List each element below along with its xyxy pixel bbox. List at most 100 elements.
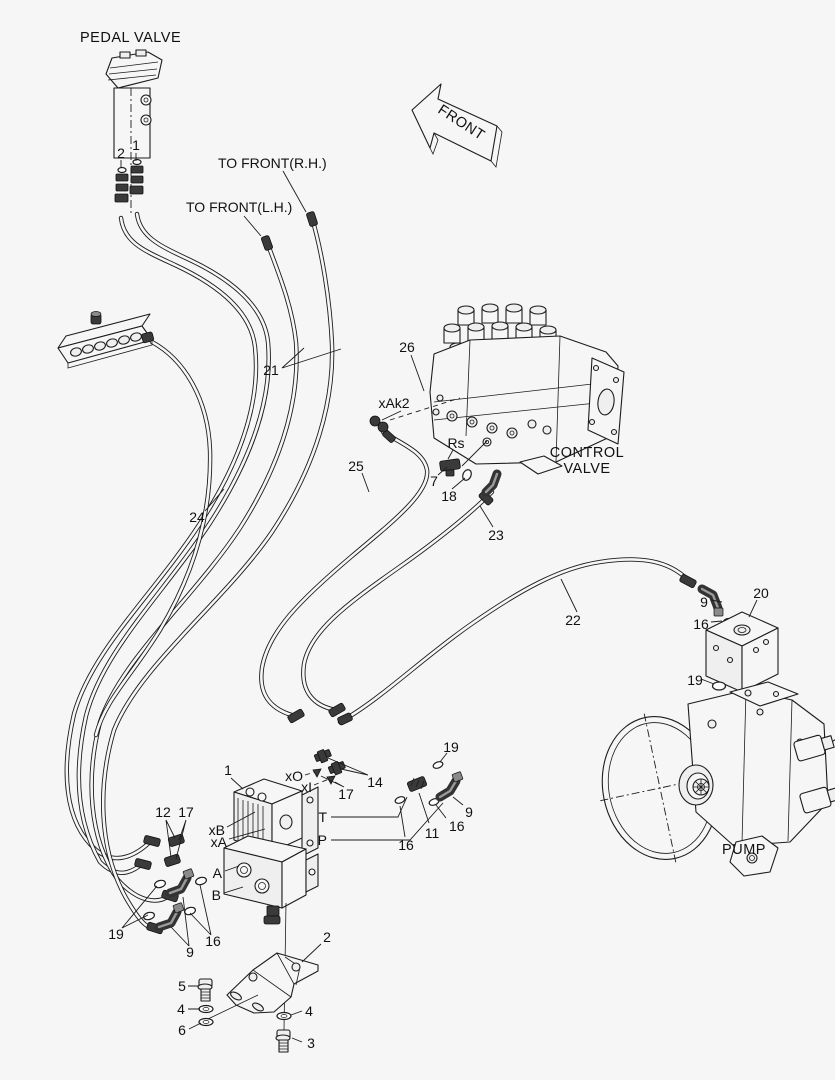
callout-6: 6 [178, 1022, 186, 1038]
callout-23: 23 [488, 527, 504, 543]
callout-19-left: 19 [108, 926, 124, 942]
callout-20: 20 [753, 585, 769, 601]
pump-solenoid-lower [799, 786, 835, 814]
pump-title: PUMP [722, 842, 766, 858]
callout-p: P [318, 832, 327, 848]
hose-group [64, 211, 691, 930]
callout-11: 11 [425, 825, 440, 841]
oring-16-a [394, 796, 406, 804]
callout-xa: xA [211, 834, 228, 850]
callout-1-pedal: 1 [132, 137, 140, 153]
washer-4-left [198, 1004, 214, 1014]
pedal-knob [135, 49, 147, 57]
fitting-7 [439, 458, 461, 472]
hose-pedal-1 [65, 216, 258, 860]
front-arrow [411, 83, 503, 168]
callout-16-a: 16 [398, 837, 414, 853]
callout-2-pedal: 2 [117, 145, 125, 161]
hose-24 [94, 340, 212, 737]
hose-22 [337, 557, 691, 725]
hose-23 [301, 489, 495, 713]
oring-16-lb [184, 906, 196, 916]
callout-5: 5 [178, 978, 186, 994]
callout-3: 3 [307, 1035, 315, 1051]
left-fittings [143, 833, 207, 932]
callout-xi: xI [301, 779, 312, 795]
control-valve-title-2: VALVE [563, 461, 610, 477]
port-b [254, 878, 270, 894]
washer-6 [198, 1017, 214, 1027]
hose-22 [338, 558, 690, 724]
callout-14: 14 [367, 774, 383, 790]
callout-xo: xO [285, 768, 303, 784]
oring-19-la [154, 879, 166, 889]
fitting-12-17-b [163, 853, 181, 867]
callout-22: 22 [565, 612, 581, 628]
callout-16-b: 16 [449, 818, 465, 834]
port-xb [245, 787, 255, 797]
to-front-lh-label: TO FRONT(L.H.) [186, 199, 292, 215]
pump-solenoid-upper [793, 733, 835, 762]
hose-24 [93, 339, 213, 738]
callout-12: 12 [155, 804, 171, 820]
pedal-valve-title: PEDAL VALVE [80, 30, 181, 46]
plug-xo [312, 768, 322, 778]
callout-17-right: 17 [338, 786, 354, 802]
mounting-bracket-drawing [197, 902, 319, 1053]
callout-24: 24 [189, 509, 205, 525]
center-fittings [312, 749, 464, 806]
port-xa [257, 792, 267, 802]
callout-2-bracket: 2 [323, 929, 331, 945]
oring-19-right [711, 681, 727, 691]
port-a [236, 862, 252, 878]
callout-16-block: 16 [693, 616, 709, 632]
control-valve-drawing [369, 303, 625, 497]
callout-xak2: xAk2 [378, 395, 409, 411]
callout-19-center: 19 [443, 739, 459, 755]
callout-26: 26 [399, 339, 415, 355]
callout-t: T [318, 809, 327, 825]
callout-a: A [213, 865, 223, 881]
pedal-knob [119, 51, 131, 59]
oring-19-lb [143, 911, 155, 921]
callout-17-left: 17 [178, 804, 194, 820]
callout-xb: xB [209, 822, 225, 838]
callout-9-left: 9 [186, 944, 194, 960]
callout-4-left: 4 [177, 1001, 185, 1017]
callout-19-block: 19 [687, 672, 703, 688]
callout-9-center: 9 [465, 804, 473, 820]
hose-25 [259, 429, 430, 719]
oring-16-la [195, 876, 207, 886]
hose-pedal-2 [77, 212, 270, 874]
hose-21-rh [101, 216, 334, 929]
hose-23 [302, 490, 494, 712]
manifold-side-fitting [141, 331, 155, 344]
oring-18 [462, 469, 472, 481]
hose-25 [260, 430, 429, 718]
callout-7: 7 [430, 473, 438, 489]
callout-1-center: 1 [224, 762, 232, 778]
bolt-3 [275, 1029, 291, 1053]
control-valve-title-1: CONTROL [550, 445, 624, 461]
callout-25: 25 [348, 458, 364, 474]
callout-4-right: 4 [305, 1003, 313, 1019]
washer-4-right [276, 1011, 292, 1021]
callout-21: 21 [263, 362, 279, 378]
manifold-block-drawing [57, 311, 155, 369]
callout-16-left: 16 [205, 933, 221, 949]
xak2-fitting [369, 415, 381, 427]
bolt-5 [197, 978, 213, 1002]
callout-b: B [212, 887, 221, 903]
to-front-rh-label: TO FRONT(R.H.) [218, 155, 327, 171]
callout-9-block: 9 [700, 594, 708, 610]
callout-rs: Rs [447, 435, 464, 451]
plug-xi [326, 775, 336, 785]
callout-18: 18 [441, 488, 457, 504]
block-20-drawing [697, 584, 779, 693]
leader-lines [120, 153, 758, 1043]
oring-19-center [432, 761, 444, 769]
pedal-valve-drawing [105, 49, 163, 215]
pump-drawing [600, 681, 835, 877]
